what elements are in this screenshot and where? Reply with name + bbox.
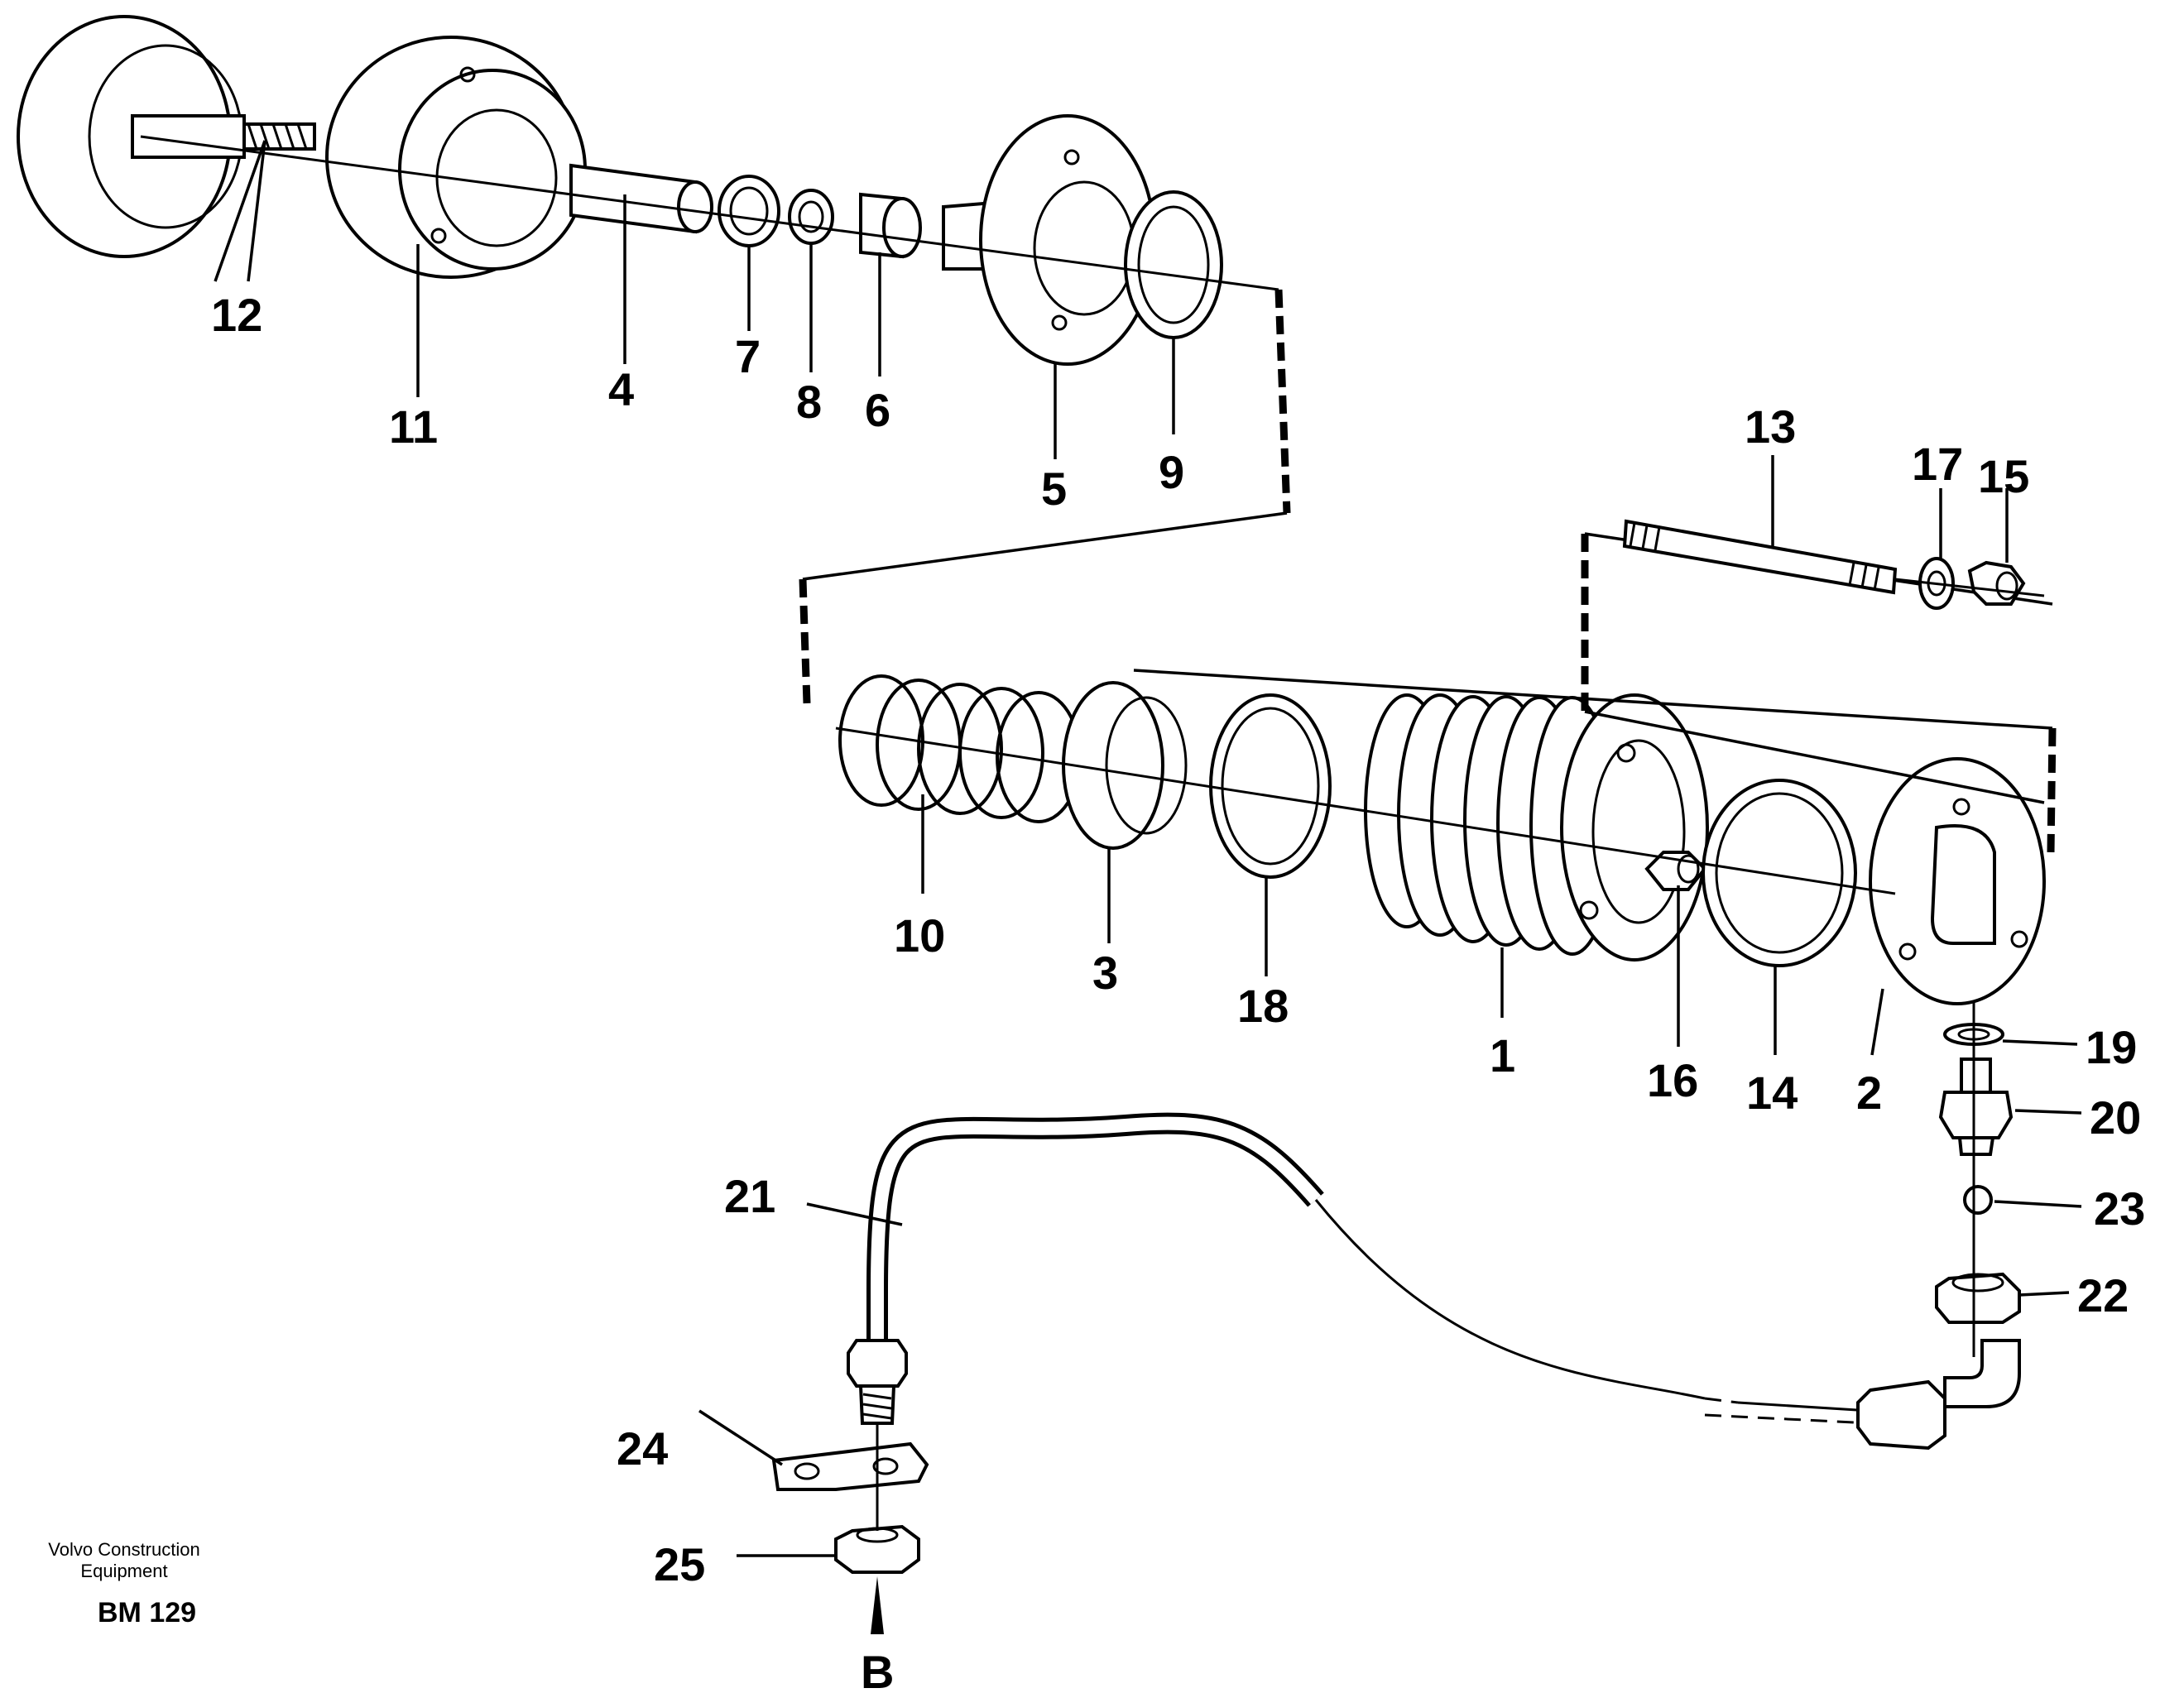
adapter-20: [1938, 1058, 2014, 1156]
callout-21: 21: [724, 1170, 775, 1222]
callout-17: 17: [1912, 438, 1963, 490]
end-housing: [17, 15, 246, 258]
callout-4: 4: [608, 363, 634, 415]
ring-18: [1209, 693, 1332, 879]
callout-1: 1: [1490, 1029, 1515, 1082]
hose-end-fitting: [847, 1339, 908, 1425]
arrow-b: [871, 1576, 884, 1634]
ring-14: [1702, 779, 1857, 967]
callout-13: 13: [1745, 400, 1796, 453]
bracket-24: [771, 1441, 929, 1491]
callout-18: 18: [1237, 980, 1289, 1032]
callout-labels: 12 11 4 7 8 6 5 9 13 17 15 10 3 18 1 16 …: [211, 289, 2145, 1693]
callout-15: 15: [1978, 450, 2029, 502]
callout-3: 3: [1092, 947, 1118, 999]
ring-7: [718, 175, 780, 247]
callout-16: 16: [1647, 1054, 1698, 1106]
washer-8: [788, 189, 834, 245]
seal-9: [1124, 190, 1223, 339]
callout-6: 6: [865, 384, 890, 436]
cup-3: [1062, 681, 1188, 850]
callout-24: 24: [617, 1422, 668, 1475]
flange-5: [942, 114, 1156, 366]
elbow-fitting: [1856, 1339, 2021, 1451]
callout-5: 5: [1041, 463, 1067, 515]
brand-line-2: Equipment: [80, 1561, 168, 1581]
bushing-6: [859, 192, 922, 259]
callout-8: 8: [796, 376, 822, 428]
brand-caption: Volvo Construction Equipment: [33, 1539, 215, 1582]
flange-housing-11: [325, 36, 587, 279]
callout-22: 22: [2077, 1269, 2129, 1321]
brand-line-1: Volvo Construction: [48, 1539, 200, 1560]
callout-12: 12: [211, 289, 262, 341]
leader-lines: [214, 140, 2082, 1557]
spring-10: [838, 674, 1082, 823]
callout-9: 9: [1159, 446, 1184, 498]
callout-23: 23: [2094, 1182, 2145, 1235]
ball-23: [1963, 1185, 1993, 1215]
cover-2: [1869, 757, 2046, 1005]
callout-11: 11: [389, 400, 438, 453]
callout-25: 25: [654, 1538, 705, 1590]
nut-25: [834, 1524, 920, 1574]
threaded-pin: [242, 122, 316, 151]
nut-15: [1967, 560, 2026, 606]
tube-4: [569, 163, 713, 234]
callout-2: 2: [1856, 1067, 1882, 1119]
bolt-13: [1622, 519, 1898, 595]
callout-10: 10: [894, 909, 945, 962]
callout-7: 7: [735, 330, 761, 382]
callout-14: 14: [1746, 1067, 1798, 1119]
callout-19: 19: [2086, 1021, 2137, 1073]
view-marker-b: B: [861, 1646, 894, 1693]
drawing-code: BM 129: [98, 1597, 197, 1628]
callout-20: 20: [2090, 1091, 2141, 1144]
bellows-1: [1364, 693, 1709, 962]
hose-21: [866, 1112, 1871, 1425]
nut-22: [1935, 1272, 2021, 1324]
